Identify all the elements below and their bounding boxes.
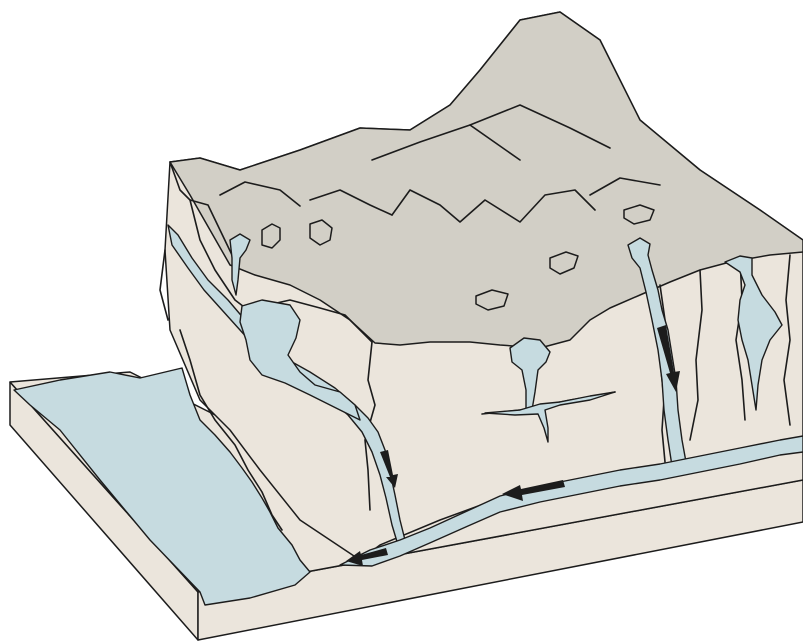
karst-block-diagram	[0, 0, 803, 641]
diagram-canvas	[0, 0, 803, 641]
